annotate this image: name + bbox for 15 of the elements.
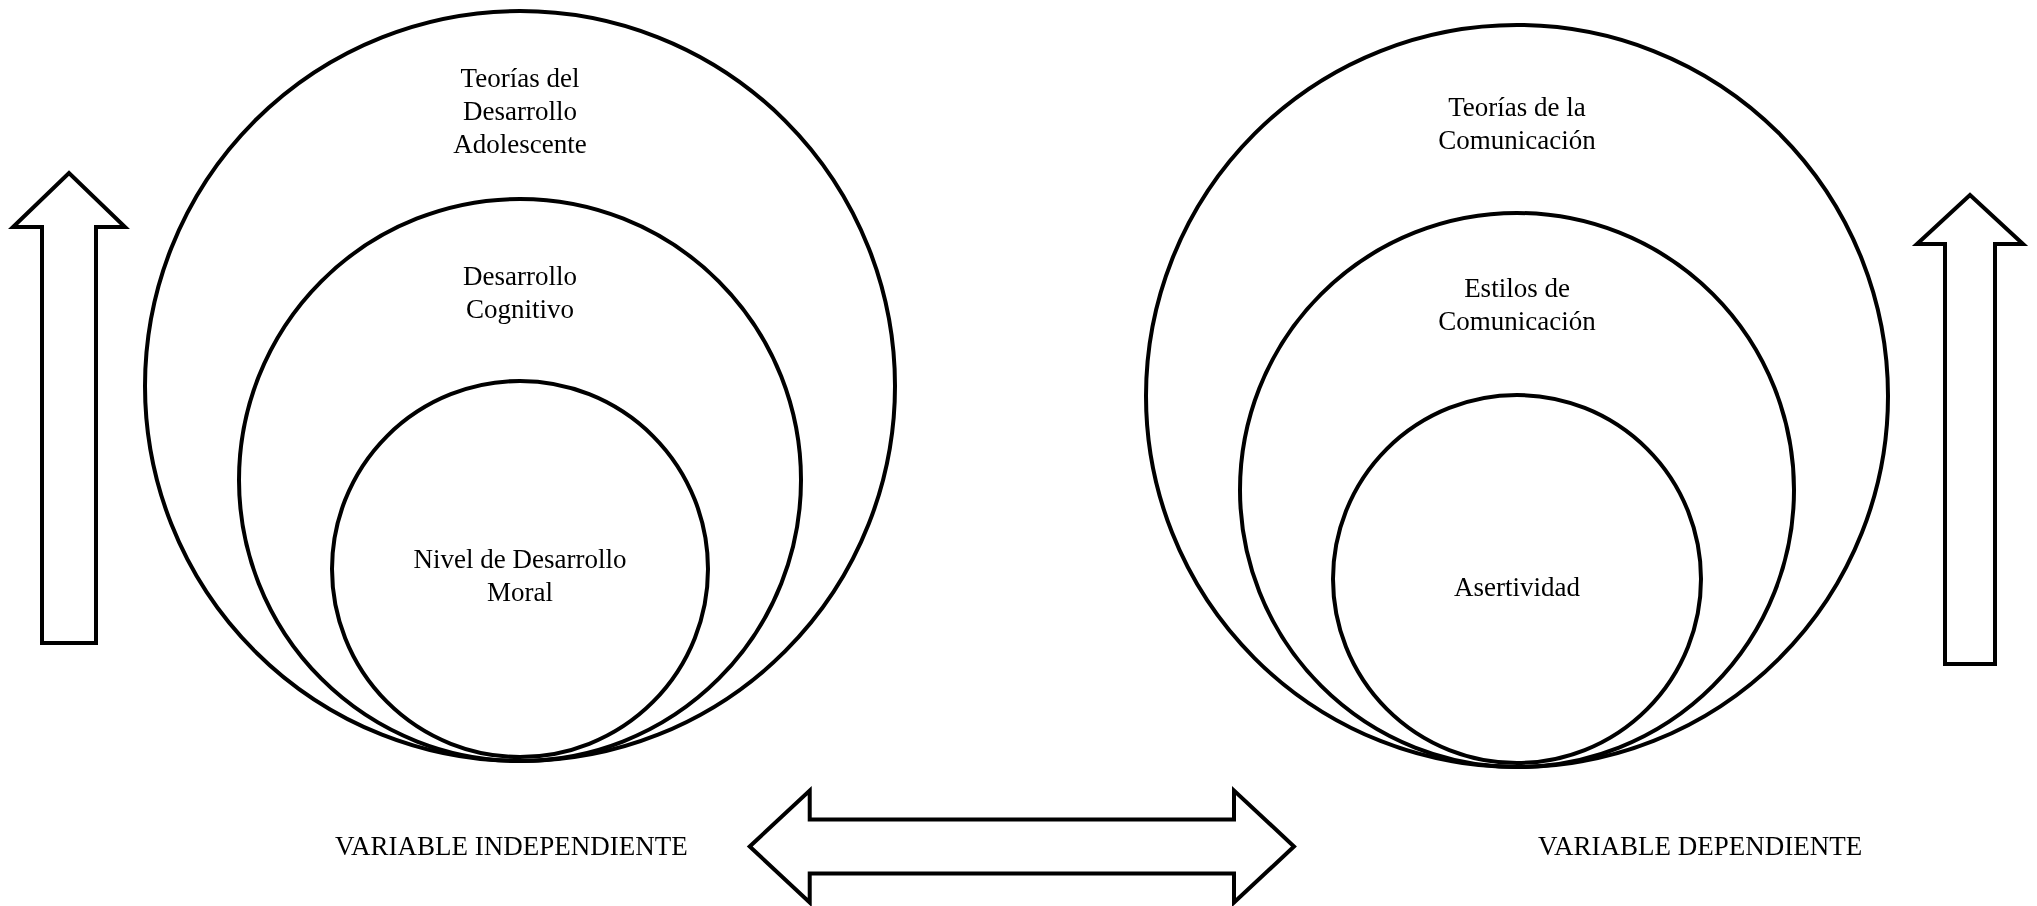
nested-circle [1238, 211, 1796, 769]
circle-label: Nivel de Desarrollo Moral [412, 543, 628, 609]
circle-label: Desarrollo Cognitivo [462, 260, 578, 326]
circle-label: Teorías de la Comunicación [1437, 91, 1597, 157]
circle-label: Teorías del Desarrollo Adolescente [452, 62, 588, 161]
nested-circle [237, 197, 803, 763]
variable-label: VARIABLE INDEPENDIENTE [335, 830, 688, 863]
nested-circle [143, 9, 897, 763]
nested-circle [1331, 393, 1703, 765]
double-arrow [746, 785, 1297, 906]
circle-label: Estilos de Comunicación [1437, 272, 1597, 338]
circle-label: Asertividad [1453, 571, 1581, 604]
nested-circle [1144, 23, 1890, 769]
variable-label: VARIABLE DEPENDIENTE [1538, 830, 1863, 863]
nested-circle [330, 379, 710, 759]
